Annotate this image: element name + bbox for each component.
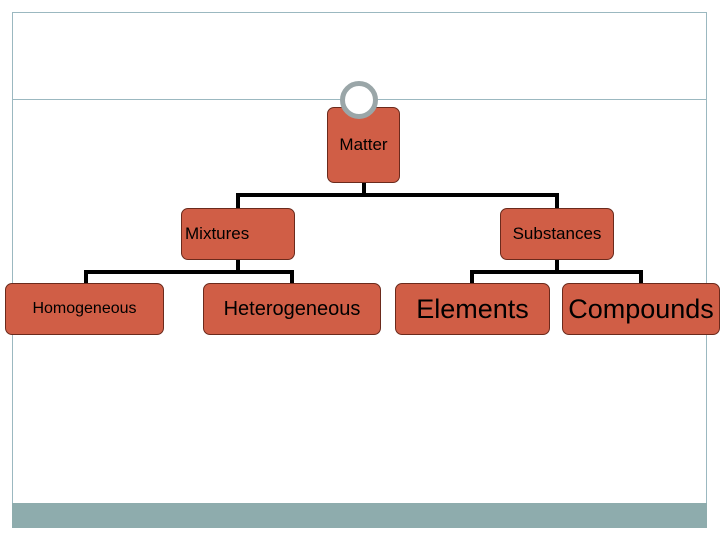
node-homogeneous: Homogeneous	[5, 283, 164, 335]
node-mixtures: Mixtures	[181, 208, 295, 260]
ring-icon	[340, 81, 378, 119]
node-substances: Substances	[500, 208, 614, 260]
frame-top-border	[12, 12, 707, 13]
footer-bar	[12, 503, 707, 528]
node-elements: Elements	[395, 283, 550, 335]
frame-left-border	[12, 12, 13, 528]
node-compounds: Compounds	[562, 283, 720, 335]
node-matter: Matter	[327, 107, 400, 183]
frame-right-border	[706, 12, 707, 528]
node-heterogeneous: Heterogeneous	[203, 283, 381, 335]
